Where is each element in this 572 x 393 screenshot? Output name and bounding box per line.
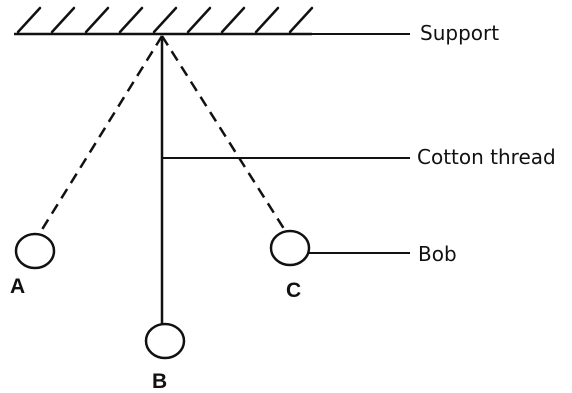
bob-label: Bob	[418, 242, 457, 266]
position-c-label: C	[286, 279, 301, 302]
bob-b	[144, 322, 186, 360]
thread-c-dashed	[160, 35, 288, 233]
thread-a-dashed	[36, 35, 164, 237]
thread-label: Cotton thread	[417, 145, 556, 169]
support-hatching	[16, 6, 314, 34]
bob-a	[14, 232, 56, 270]
bob-c	[269, 229, 311, 267]
position-b-label: B	[152, 370, 167, 393]
position-a-label: A	[10, 275, 25, 298]
support	[14, 6, 314, 36]
support-label: Support	[420, 21, 499, 45]
